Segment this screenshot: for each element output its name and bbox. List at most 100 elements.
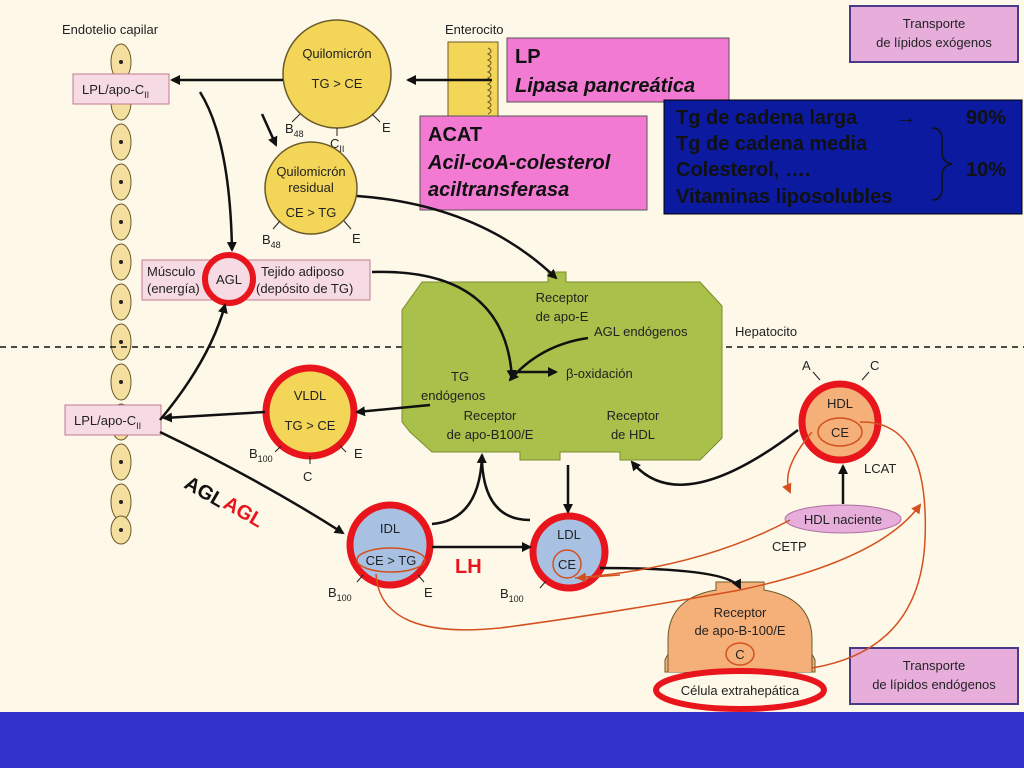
svg-text:de apo-B100/E: de apo-B100/E xyxy=(447,427,534,442)
svg-text:CE > TG: CE > TG xyxy=(366,553,417,568)
svg-text:CII: CII xyxy=(330,136,344,154)
svg-text:de apo-B-100/E: de apo-B-100/E xyxy=(694,623,785,638)
fatty-acid-info-box: Tg de cadena larga → 90% Tg de cadena me… xyxy=(663,99,1023,215)
svg-text:LPL/apo-CII: LPL/apo-CII xyxy=(82,82,149,100)
hdl-naciente: HDL naciente xyxy=(784,504,902,534)
endotelio-header: Endotelio capilar xyxy=(62,22,159,37)
svg-text:VLDL: VLDL xyxy=(294,388,327,403)
svg-text:C: C xyxy=(735,647,744,662)
svg-text:Acil-coA-colesterol: Acil-coA-colesterol xyxy=(427,152,611,174)
svg-text:Receptor: Receptor xyxy=(607,408,660,423)
ldl: LDL CE B100 xyxy=(500,512,609,604)
diagram-canvas: Endotelio capilar Enterocito Hepatocito … xyxy=(0,5,1024,712)
svg-text:E: E xyxy=(352,231,361,246)
svg-text:Vitaminas liposolubles: Vitaminas liposolubles xyxy=(676,186,892,208)
svg-text:de apo-E: de apo-E xyxy=(536,309,589,324)
extrahepatic-cell: Receptor de apo-B-100/E C Célula extrahe… xyxy=(653,581,827,712)
svg-text:Lipasa pancreática: Lipasa pancreática xyxy=(515,75,695,97)
svg-text:endógenos: endógenos xyxy=(421,388,486,403)
svg-text:HDL naciente: HDL naciente xyxy=(804,512,882,527)
arrow-chylo-to-residual xyxy=(260,113,278,147)
svg-text:de lípidos exógenos: de lípidos exógenos xyxy=(876,35,992,50)
arrow-vldl-to-lpl xyxy=(162,410,266,423)
arrow-adipose-to-liver xyxy=(371,270,517,380)
idl: IDL CE > TG B100 E xyxy=(328,501,434,603)
svg-text:(energía): (energía) xyxy=(147,281,200,296)
svg-text:TG: TG xyxy=(451,369,469,384)
svg-text:Colesterol, ….: Colesterol, …. xyxy=(676,159,810,181)
arrow-agl-to-tg xyxy=(508,336,589,382)
orange-arrows xyxy=(375,421,927,669)
quilomicron: Quilomicrón TG > CE B48 CII E xyxy=(282,19,392,154)
svg-text:Transporte: Transporte xyxy=(903,658,965,673)
quilomicron-residual: Quilomicrón residual CE > TG B48 E xyxy=(262,141,361,250)
svg-text:AGL: AGL xyxy=(216,272,242,287)
svg-text:AGL endógenos: AGL endógenos xyxy=(594,324,688,339)
lp-callout: LP Lipasa pancreática xyxy=(506,37,730,103)
vldl: VLDL TG > CE B100 C E xyxy=(249,364,363,484)
arrow-idl-to-liver xyxy=(431,453,487,526)
tissue-box: Músculo (energía) Tejido adiposo (depósi… xyxy=(141,252,371,306)
arrow-lpl-to-tissue xyxy=(159,303,228,421)
svg-text:Receptor: Receptor xyxy=(714,605,767,620)
arrow-liver-to-vldl xyxy=(355,403,431,417)
arrow-hdl-to-liver xyxy=(630,429,799,486)
lpl-box-bottom: LPL/apo-CII xyxy=(64,404,162,436)
acat-callout: ACAT Acil-coA-colesterol aciltransferasa xyxy=(419,115,648,211)
svg-text:CE: CE xyxy=(831,425,849,440)
svg-text:TG > CE: TG > CE xyxy=(312,76,363,91)
svg-text:A: A xyxy=(802,358,811,373)
svg-text:HDL: HDL xyxy=(827,396,853,411)
svg-text:Tg de cadena media: Tg de cadena media xyxy=(676,133,868,155)
brace xyxy=(931,127,953,201)
svg-text:(depósito de TG): (depósito de TG) xyxy=(256,281,353,296)
svg-text:Receptor: Receptor xyxy=(536,290,589,305)
lpl-box-top: LPL/apo-CII xyxy=(72,73,170,105)
svg-text:Tejido adiposo: Tejido adiposo xyxy=(261,264,344,279)
cetp-label: CETP xyxy=(772,539,807,554)
svg-text:CE > TG: CE > TG xyxy=(286,205,337,220)
arrow-residual-to-liver xyxy=(356,194,558,280)
svg-text:LDL: LDL xyxy=(557,527,581,542)
svg-text:B100: B100 xyxy=(500,586,524,604)
svg-text:E: E xyxy=(382,120,391,135)
hepatocito-header: Hepatocito xyxy=(735,324,797,339)
svg-text:C: C xyxy=(303,469,312,484)
svg-text:ACAT: ACAT xyxy=(428,124,482,146)
lh-label: LH xyxy=(455,556,482,578)
svg-text:Quilomicrón: Quilomicrón xyxy=(276,164,345,179)
bottom-bar xyxy=(0,712,1024,768)
svg-text:→: → xyxy=(896,107,916,129)
svg-text:Célula extrahepática: Célula extrahepática xyxy=(681,683,800,698)
svg-text:LCAT: LCAT xyxy=(864,461,896,476)
svg-text:de HDL: de HDL xyxy=(611,427,655,442)
hepatocyte: Receptor de apo-E AGL endógenos TG endóg… xyxy=(401,271,723,461)
transport-exogenos-box: Transporte de lípidos exógenos xyxy=(849,5,1019,63)
svg-text:E: E xyxy=(354,446,363,461)
svg-text:90%: 90% xyxy=(966,107,1006,129)
arrow-ldl-to-liver xyxy=(480,461,531,522)
svg-text:B100: B100 xyxy=(328,585,352,603)
svg-text:Músculo: Músculo xyxy=(147,264,195,279)
agl-highlight-ring xyxy=(202,252,256,306)
svg-text:CE: CE xyxy=(558,557,576,572)
flow-arrows xyxy=(159,75,848,590)
svg-text:residual: residual xyxy=(288,180,334,195)
svg-text:B100: B100 xyxy=(249,446,273,464)
arrow-ldl-to-cell xyxy=(599,566,742,590)
svg-text:LPL/apo-CII: LPL/apo-CII xyxy=(74,413,141,431)
svg-text:10%: 10% xyxy=(966,159,1006,181)
svg-text:Receptor: Receptor xyxy=(464,408,517,423)
enterocito-header: Enterocito xyxy=(445,22,504,37)
svg-text:Tg de cadena larga: Tg de cadena larga xyxy=(676,107,858,129)
svg-text:LP: LP xyxy=(515,46,541,68)
svg-text:IDL: IDL xyxy=(380,521,400,536)
svg-text:aciltransferasa: aciltransferasa xyxy=(428,179,569,201)
svg-text:B48: B48 xyxy=(285,121,304,139)
arrow-lpl-to-agl xyxy=(198,91,237,252)
svg-text:Quilomicrón: Quilomicrón xyxy=(302,46,371,61)
svg-text:TG > CE: TG > CE xyxy=(285,418,336,433)
transport-endogenos-box: Transporte de lípidos endógenos xyxy=(849,647,1019,705)
hdl: HDL CE A C LCAT xyxy=(798,358,896,476)
